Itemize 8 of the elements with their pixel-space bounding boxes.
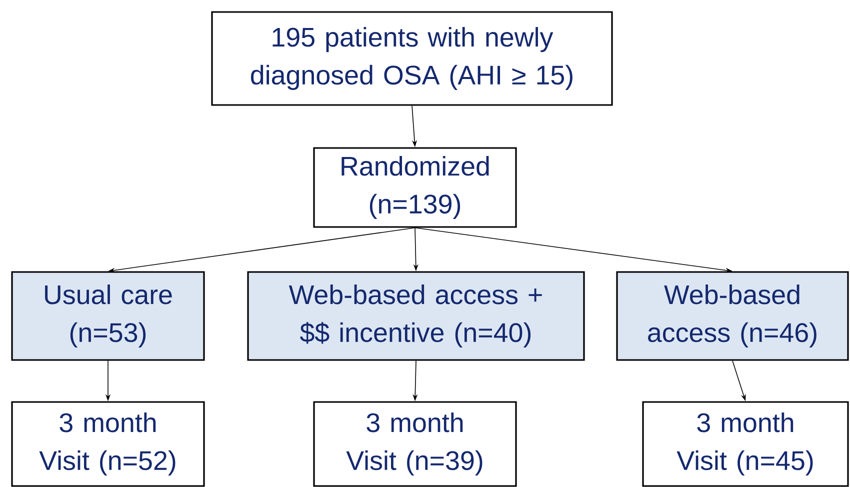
process-box: 3 month Visit (n=45) [642,401,849,487]
group-box: Usual care (n=53) [11,271,205,361]
process-box: 195 patients with newly diagnosed OSA (AHI ≥ 15) [211,11,613,106]
process-box: 3 month Visit (n=39) [313,401,517,487]
process-box: Randomized (n=139) [313,147,517,228]
group-box: Web-based access + $$ incentive (n=40) [247,271,585,361]
group-box: Web-based access (n=46) [616,271,849,361]
process-box: 3 month Visit (n=52) [11,401,205,487]
